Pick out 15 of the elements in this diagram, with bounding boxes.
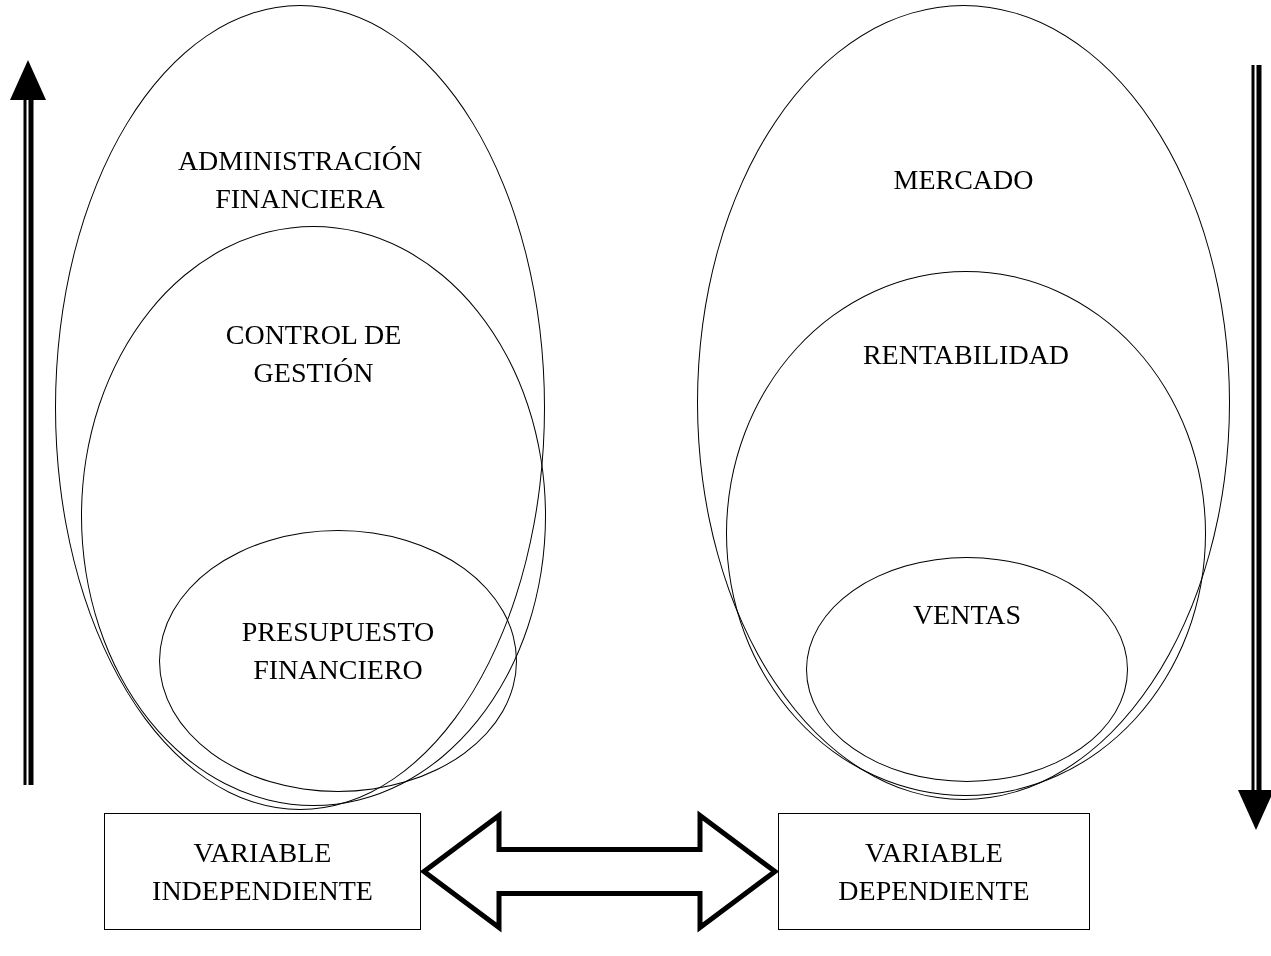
ellipse [55,5,545,810]
node-label: VENTAS [912,598,1022,632]
ellipse [806,557,1128,782]
node-label: CONTROL DE GESTIÓN [224,318,403,390]
node-label: RENTABILIDAD [862,338,1070,372]
text-box [778,813,1090,930]
node-label: PRESUPUESTO FINANCIERO [240,615,436,687]
node-label: VARIABLE DEPENDIENTE [837,835,1031,908]
text-box [104,813,421,930]
node-label: ADMINISTRACIÓN FINANCIERA [176,144,424,216]
ellipse [726,271,1206,796]
double-arrow [419,810,780,933]
ellipse [697,5,1230,800]
node-label: MERCADO [893,163,1034,197]
node-label: VARIABLE INDEPENDIENTE [151,835,374,908]
